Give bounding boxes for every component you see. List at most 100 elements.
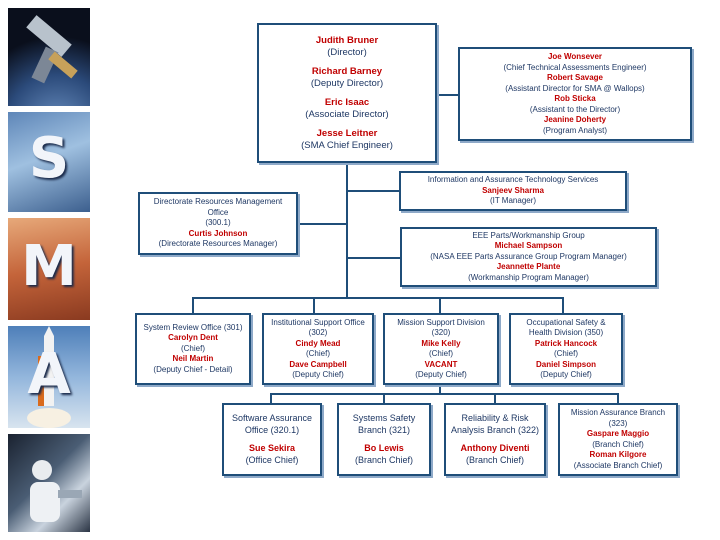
staff-name-3: Rob Sticka <box>554 94 596 103</box>
technician-icon <box>30 460 82 522</box>
staff-title-2: (Assistant Director for SMA @ Wallops) <box>505 83 645 93</box>
branch-chief-name: Bo Lewis <box>364 443 404 453</box>
branch-chief-role: (Office Chief) <box>245 454 299 465</box>
staff-title-3: (Assistant to the Director) <box>529 104 621 114</box>
division-deputy-role: (Deputy Chief) <box>540 370 592 379</box>
connector-to-eee <box>348 257 400 259</box>
staff-name-4: Jeanine Doherty <box>543 115 607 124</box>
staff-box: Joe Wonsever (Chief Technical Assessment… <box>458 47 692 141</box>
connector-div-1 <box>192 297 194 313</box>
division-chief: Mike Kelly <box>421 338 461 348</box>
division-chief-role: (Chief) <box>553 349 578 358</box>
deputy-director-title: (Deputy Director) <box>310 77 384 89</box>
division-deputy-role: (Deputy Chief) <box>292 370 344 379</box>
sidebar-letter-s: S <box>28 126 70 191</box>
photo-s-panel: S <box>8 112 90 212</box>
branch-title: Reliability & Risk Analysis Branch (322) <box>450 413 540 435</box>
division-box: Occupational Safety & Health Division (3… <box>509 313 623 385</box>
connector-div-2 <box>313 297 315 313</box>
connector-branch-1 <box>270 393 272 403</box>
staff-title-1: (Chief Technical Assessments Engineer) <box>503 62 647 72</box>
photo-satellite <box>8 8 90 106</box>
branch-chief-name: Anthony Diventi <box>460 443 530 453</box>
eee-role-1: (NASA EEE Parts Assurance Group Program … <box>430 251 627 261</box>
division-deputy-role: (Deputy Chief) <box>415 370 467 379</box>
staff-name-1: Joe Wonsever <box>547 52 603 61</box>
connector-division-bar <box>192 297 564 299</box>
resources-title: Directorate Resources Management Office <box>153 197 283 217</box>
branch-chief-role: (Branch Chief) <box>592 439 644 449</box>
connector-branch-2 <box>383 393 385 403</box>
division-box: System Review Office (301) Carolyn Dent … <box>135 313 251 385</box>
division-chief-role: (Chief) <box>428 349 453 358</box>
director-title: (Director) <box>327 46 367 58</box>
resources-code: (300.1) <box>205 218 231 228</box>
division-chief: Patrick Hancock <box>534 338 598 348</box>
it-title: Information and Assurance Technology Ser… <box>427 175 599 185</box>
sidebar-letter-m: M <box>21 234 77 299</box>
chief-engineer-name: Jesse Leitner <box>316 127 378 139</box>
division-chief-role: (Chief) <box>305 349 330 358</box>
division-chief: Cindy Mead <box>295 338 341 348</box>
branch-title: Software Assurance Office (320.1) <box>231 413 313 435</box>
connector-to-staff <box>435 94 459 96</box>
division-title: Institutional Support Office (302) <box>271 317 365 338</box>
associate-director-name: Eric Isaac <box>324 96 370 108</box>
branch-associate-role: (Associate Branch Chief) <box>573 460 663 470</box>
branch-associate-name: Roman Kilgore <box>589 450 647 459</box>
branch-chief-role: (Branch Chief) <box>354 454 414 465</box>
connector-to-it <box>348 190 400 192</box>
it-name: Sanjeev Sharma <box>482 185 544 195</box>
sidebar-letter-a: A <box>27 342 71 407</box>
director-name: Judith Bruner <box>315 34 379 46</box>
staff-name-2: Robert Savage <box>546 73 604 82</box>
connector-branch-stem <box>439 385 441 394</box>
branch-box: Software Assurance Office (320.1) Sue Se… <box>222 403 322 476</box>
eee-title: EEE Parts/Workmanship Group <box>472 230 585 240</box>
branch-chief-name: Sue Sekira <box>248 443 296 453</box>
photo-lab <box>8 434 90 532</box>
resources-name: Curtis Johnson <box>188 228 248 238</box>
branch-box: Systems Safety Branch (321) Bo Lewis (Br… <box>337 403 431 476</box>
connector-div-3 <box>439 297 441 313</box>
branch-box: Mission Assurance Branch (323) Gaspare M… <box>558 403 678 476</box>
division-title: Occupational Safety & Health Division (3… <box>526 317 606 338</box>
staff-title-4: (Program Analyst) <box>542 125 608 135</box>
connector-div-4 <box>562 297 564 313</box>
connector-branch-bar <box>270 393 618 395</box>
division-deputy: Neil Martin <box>172 354 214 364</box>
division-deputy: Dave Campbell <box>289 359 347 369</box>
deputy-director-name: Richard Barney <box>311 65 383 77</box>
photo-m-panel: M <box>8 218 90 320</box>
division-deputy: Daniel Simpson <box>535 359 596 369</box>
division-chief: Carolyn Dent <box>168 333 218 343</box>
chief-engineer-title: (SMA Chief Engineer) <box>301 139 393 151</box>
it-role: (IT Manager) <box>489 196 537 206</box>
division-chief-role: (Chief) <box>180 343 205 353</box>
satellite-icon <box>26 15 78 84</box>
division-box: Institutional Support Office (302) Cindy… <box>262 313 374 385</box>
division-deputy: VACANT <box>424 359 458 369</box>
it-services-box: Information and Assurance Technology Ser… <box>399 171 627 211</box>
branch-title: Mission Assurance Branch (323) <box>570 408 666 428</box>
eee-role-2: (Workmanship Program Manager) <box>468 272 589 282</box>
connector-trunk <box>346 162 348 297</box>
connector-branch-4 <box>617 393 619 403</box>
resources-box: Directorate Resources Management Office … <box>138 192 298 255</box>
associate-director-title: (Associate Director) <box>305 108 389 120</box>
eee-name-2: Jeannette Plante <box>496 262 561 272</box>
shuttle-icon <box>27 326 71 428</box>
branch-box: Reliability & Risk Analysis Branch (322)… <box>444 403 546 476</box>
eee-parts-box: EEE Parts/Workmanship Group Michael Samp… <box>400 227 657 287</box>
eee-name-1: Michael Sampson <box>494 241 563 251</box>
photo-a-panel: A <box>8 326 90 428</box>
resources-role: (Directorate Resources Manager) <box>158 239 278 249</box>
division-title: Mission Support Division (320) <box>397 317 485 338</box>
branch-chief-name: Gaspare Maggio <box>586 429 650 438</box>
director-box: Judith Bruner (Director) Richard Barney … <box>257 23 437 163</box>
division-box: Mission Support Division (320) Mike Kell… <box>383 313 499 385</box>
division-title: System Review Office (301) <box>143 322 243 332</box>
division-deputy-role: (Deputy Chief - Detail) <box>153 364 233 374</box>
connector-to-resources <box>298 223 346 225</box>
branch-chief-role: (Branch Chief) <box>465 454 525 465</box>
